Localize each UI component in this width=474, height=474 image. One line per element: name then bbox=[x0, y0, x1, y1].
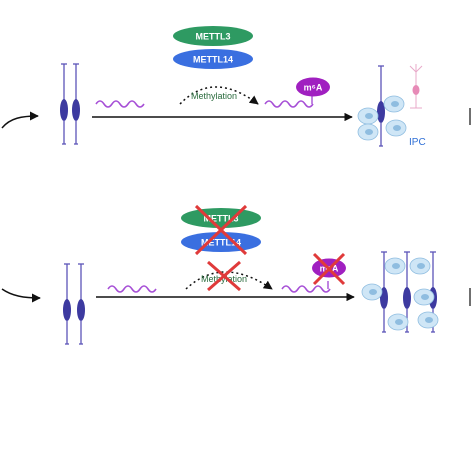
mettl14-label: METTL14 bbox=[201, 238, 241, 248]
bottom-panel: METTL3 METTL14 Methylation m⁶A bbox=[1, 204, 471, 345]
methylation-dotted-arrow bbox=[179, 86, 259, 105]
incoming-arrow bbox=[1, 288, 41, 303]
red-x-icon bbox=[312, 252, 346, 286]
mrna-wave bbox=[107, 285, 157, 293]
unmethylated-mrna-wave bbox=[281, 285, 331, 293]
mettl14-label: METTL14 bbox=[193, 55, 233, 65]
mettl3-label: METTL3 bbox=[196, 32, 231, 42]
radial-glia-icon bbox=[62, 263, 86, 345]
m6a-label: m⁶A bbox=[304, 83, 323, 93]
red-x-icon bbox=[194, 204, 248, 256]
neuron-icon bbox=[409, 64, 423, 109]
mettl14-pill: METTL14 bbox=[181, 232, 261, 252]
mettl3-pill: METTL3 bbox=[173, 26, 253, 46]
methylation-label: Methylation bbox=[201, 274, 247, 284]
radial-glia-icon bbox=[376, 65, 386, 147]
radial-glia-icon bbox=[59, 63, 81, 145]
mettl3-pill: METTL3 bbox=[181, 208, 261, 228]
methylated-mrna-wave bbox=[264, 100, 314, 108]
mrna-wave bbox=[95, 100, 145, 108]
red-x-icon bbox=[207, 260, 241, 292]
progenitor-cell-icon bbox=[361, 257, 439, 331]
m6a-badge: m⁶A bbox=[296, 77, 330, 97]
top-panel: METTL3 METTL14 Methylation m⁶A bbox=[1, 26, 471, 148]
ipc-label: IPC bbox=[409, 137, 426, 148]
methylation-dotted-arrow bbox=[185, 271, 273, 290]
mettl3-label: METTL3 bbox=[204, 214, 239, 224]
methylation-label: Methylation bbox=[191, 91, 237, 101]
incoming-arrow bbox=[1, 111, 39, 129]
mettl14-pill: METTL14 bbox=[173, 49, 253, 69]
